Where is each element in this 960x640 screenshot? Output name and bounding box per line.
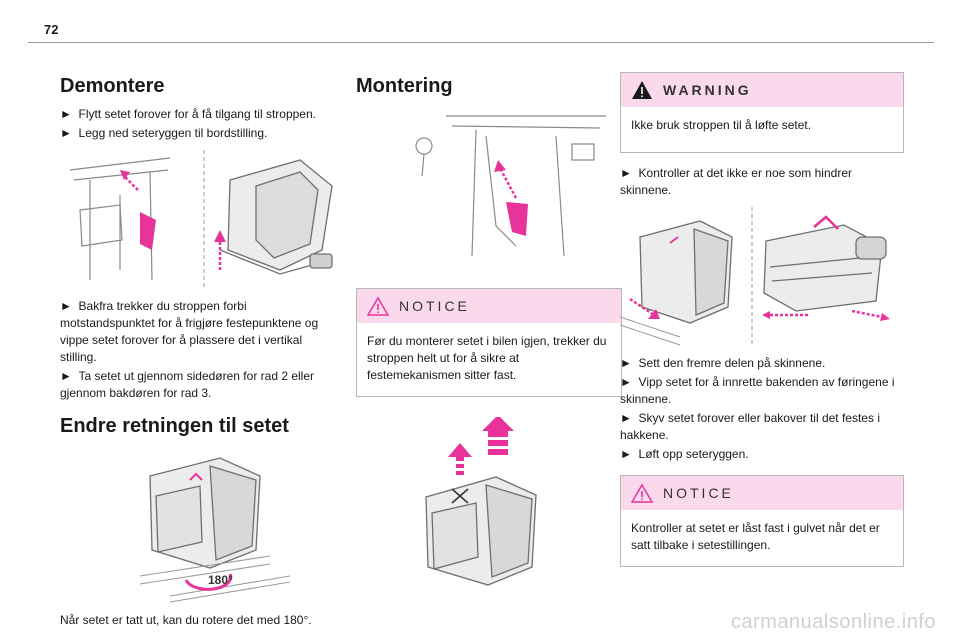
remove-seat-illustration (69, 150, 333, 290)
warning-triangle-icon (631, 483, 653, 503)
notice-box-install: NOTICE Før du monterer setet i bilen igj… (356, 288, 622, 397)
heading-change-direction: Endre retningen til setet (60, 415, 289, 437)
step-item: Flytt setet forover for å få tilgang til… (60, 106, 340, 123)
rotate-caption: Når setet er tatt ut, kan du rotere det … (60, 613, 312, 627)
warning-label: WARNING (663, 81, 752, 98)
install-strap-illustration (415, 115, 606, 257)
column-remove: Demontere Flytt setet forover for å få t… (60, 66, 340, 631)
notice-label: NOTICE (663, 484, 734, 501)
warning-triangle-icon (367, 296, 389, 316)
step-item: Bakfra trekker du stroppen forbi motstan… (60, 298, 340, 366)
header-rule (28, 42, 934, 43)
heading-demontere: Demontere (60, 75, 165, 97)
notice-text: Kontroller at setet er låst fast i gulve… (631, 521, 880, 552)
column-checks: WARNING Ikke bruk stroppen til å løfte s… (620, 72, 904, 567)
step-item: Kontroller at det ikke er noe som hindre… (620, 165, 904, 199)
step-item: Ta setet ut gjennom sidedøren for rad 2 … (60, 368, 340, 402)
notice-box-lock: NOTICE Kontroller at setet er låst fast … (620, 475, 904, 567)
heading-montering: Montering (356, 75, 453, 97)
warning-text: Ikke bruk stroppen til å løfte setet. (631, 118, 812, 132)
notice-label: NOTICE (399, 297, 470, 314)
rails-check-illustration (620, 207, 890, 347)
step-item: Legg ned seteryggen til bordstilling. (60, 125, 340, 142)
rotation-label: 180° (208, 573, 233, 587)
rotate-seat-illustration: 180° (139, 457, 291, 603)
page-number: 72 (44, 22, 59, 37)
warning-triangle-icon (632, 81, 652, 99)
step-item: Sett den fremre delen på skinnene. (620, 355, 904, 372)
step-item: Skyv setet forover eller bakover til det… (620, 410, 904, 444)
lift-seat-illustration (425, 417, 537, 586)
warning-box: WARNING Ikke bruk stroppen til å løfte s… (620, 72, 904, 153)
step-item: Løft opp seteryggen. (620, 446, 904, 463)
notice-text: Før du monterer setet i bilen igjen, tre… (367, 334, 607, 382)
step-item: Vipp setet for å innrette bakenden av fø… (620, 374, 904, 408)
site-watermark: carmanualsonline.info (730, 611, 936, 633)
column-install: Montering NOTICE Før du monterer setet i… (356, 66, 622, 587)
